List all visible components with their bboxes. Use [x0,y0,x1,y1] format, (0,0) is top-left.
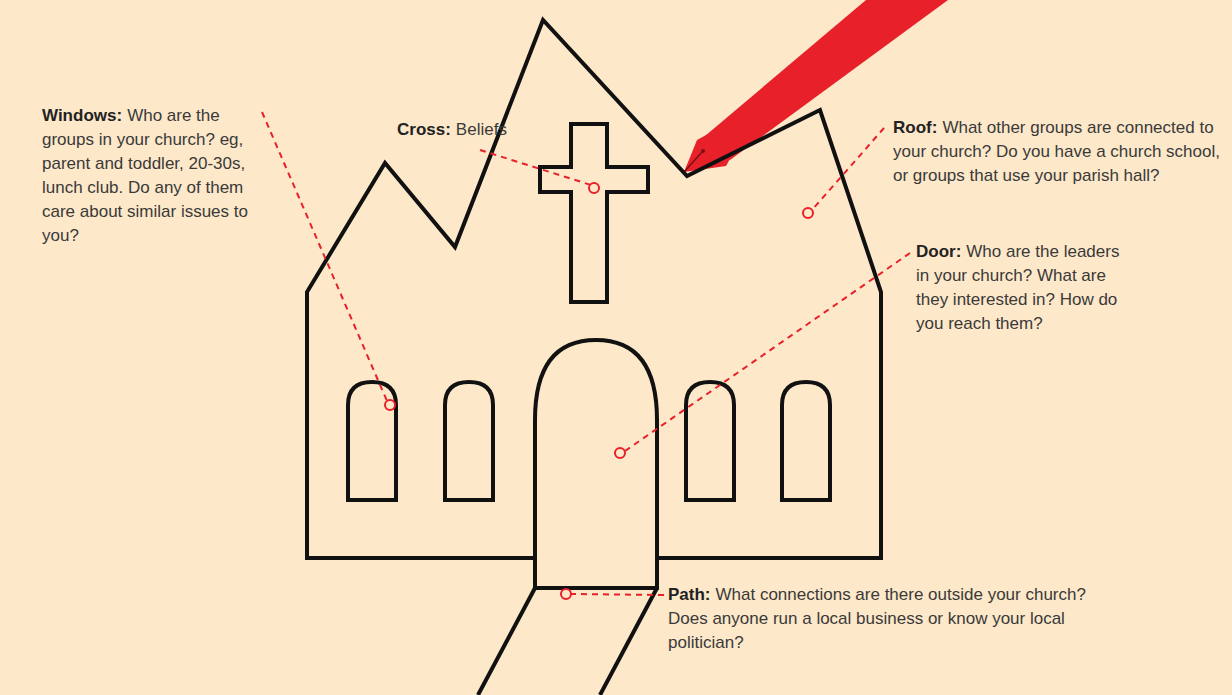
callout-body: Beliefs [456,120,507,139]
callout-text: Windows:Who are the groups in your churc… [42,104,270,248]
callout-heading: Path: [668,585,711,604]
callout-body: Who are the groups in your church? eg, p… [42,106,248,245]
leader-dots [385,183,813,599]
callout-body: What connections are there outside your … [668,585,1086,652]
callout-text: Roof:What other groups are connected to … [893,116,1228,188]
callout-text: Door:Who are the leaders in your church?… [916,240,1121,336]
callout-heading: Door: [916,242,961,261]
callout-text: Path:What connections are there outside … [668,583,1108,655]
callout-text: Cross: Beliefs [397,118,537,142]
leader-lines [262,112,910,595]
callout-heading: Roof: [893,118,937,137]
callout-body: What other groups are connected to your … [893,118,1220,185]
callout-heading: Cross: [397,120,451,139]
callout-heading: Windows: [42,106,122,125]
